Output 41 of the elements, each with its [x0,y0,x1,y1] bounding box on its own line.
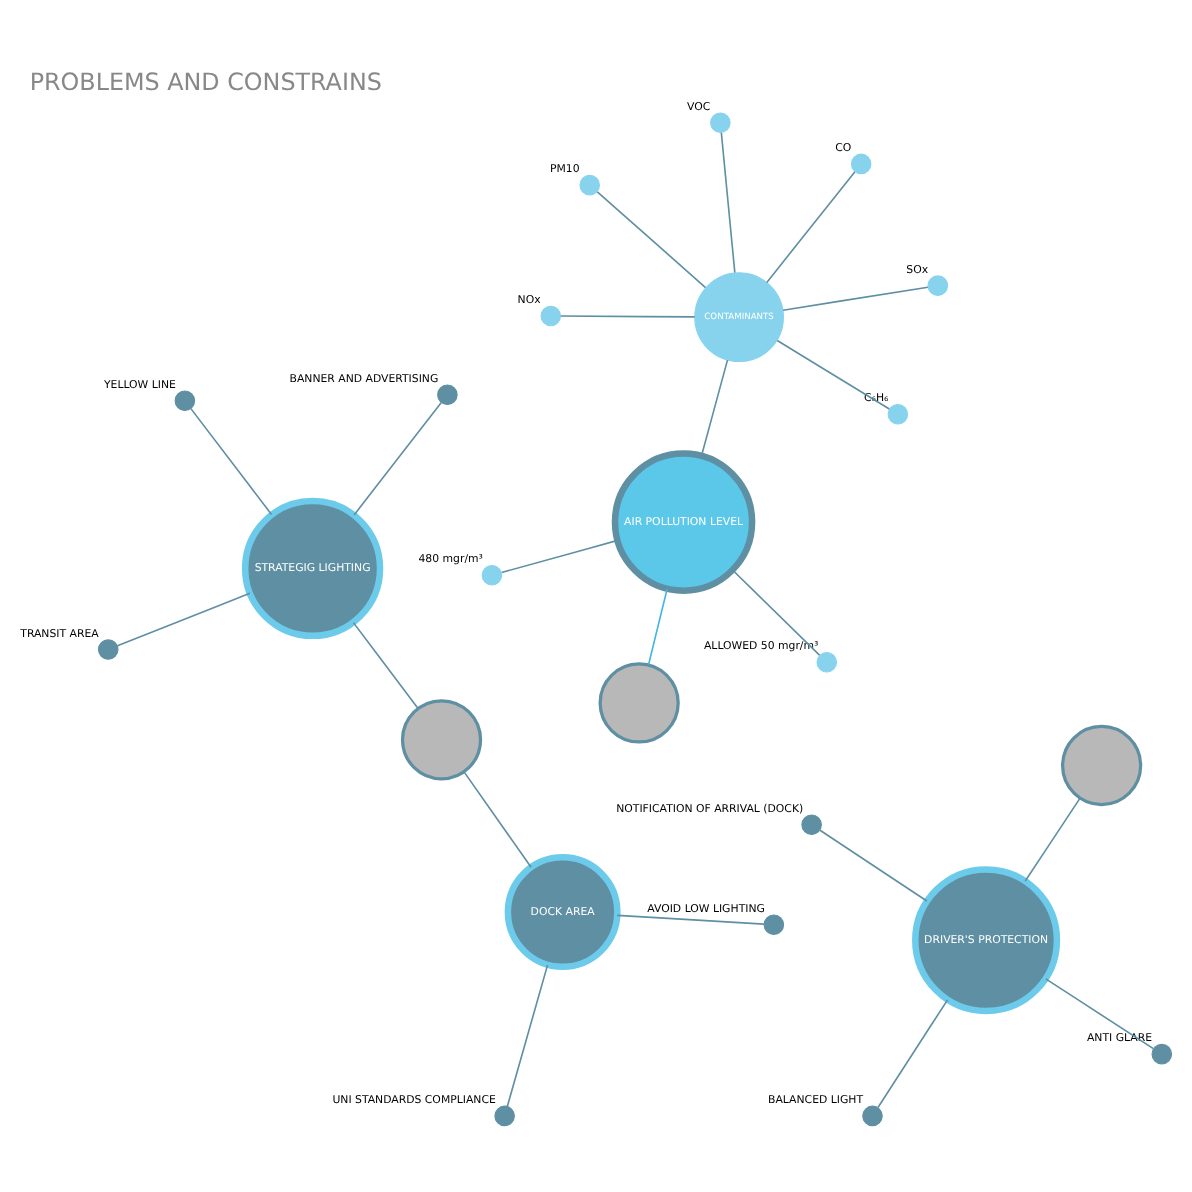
node-circle [540,305,562,327]
connector [500,539,619,574]
node-circle [400,699,483,781]
connector [352,621,419,710]
node-circle [763,914,785,935]
connector [766,170,856,284]
connector [700,359,729,457]
connector [782,286,929,311]
connector [819,829,928,902]
node-circle [887,403,909,425]
node-circle [437,384,458,406]
node-circle [816,651,838,673]
node-circle [710,112,731,133]
connector [353,401,443,516]
node-circle [862,1105,883,1127]
connector [190,407,273,516]
node-circle [579,174,600,196]
connector [116,592,251,647]
connector [560,315,696,318]
node-circle [97,639,119,660]
node-circle [174,390,196,412]
node-circle [598,662,680,744]
connector [1044,978,1155,1050]
connector [647,588,668,666]
node-circle [850,153,872,175]
node-circle [481,564,503,586]
connector [877,999,949,1109]
connector [776,339,891,410]
connector [1024,797,1081,882]
connector [616,914,765,925]
node-circle [1151,1043,1173,1065]
node-circle [927,275,949,296]
node-circle [494,1105,515,1127]
connector [463,771,532,869]
connector [731,569,821,656]
diagram-title: PROBLEMS AND CONSTRAINS [29,67,382,96]
node-circle [801,814,822,835]
connector [506,964,549,1108]
connector [720,131,736,274]
node-circle [1060,724,1143,807]
connector [596,191,707,289]
